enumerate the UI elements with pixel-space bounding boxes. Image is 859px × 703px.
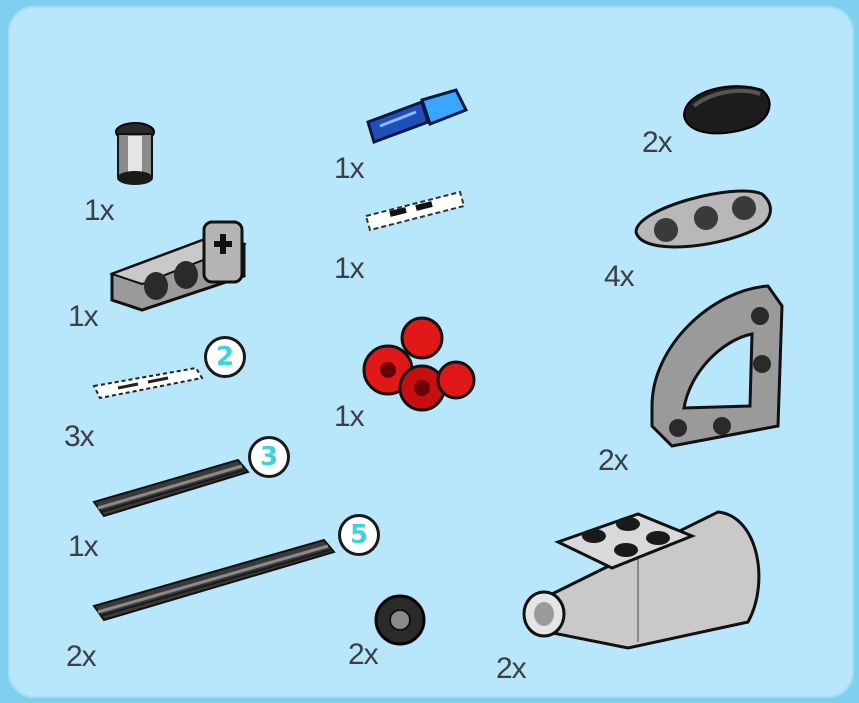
white-pin-icon	[360, 186, 470, 236]
engine-icon	[508, 502, 778, 652]
axle-icon	[88, 450, 258, 530]
quantity-curved-liftarm: 2x	[598, 446, 628, 476]
axle-icon	[88, 530, 348, 640]
bush-icon	[110, 120, 160, 190]
round-tile-icon	[370, 590, 430, 650]
length-badge-3: 3	[248, 436, 290, 478]
quantity-red-connector: 1x	[334, 402, 364, 432]
liftarm-icon	[626, 182, 776, 262]
quantity-thin-liftarm: 4x	[604, 262, 634, 292]
length-badge-2: 2	[204, 336, 246, 378]
curved-liftarm-icon	[632, 276, 792, 456]
blue-pin-icon	[362, 86, 472, 146]
quantity-blue-pin: 1x	[334, 154, 364, 184]
quantity-engine: 2x	[496, 654, 526, 684]
parts-list-panel: 1x 1x 2 3x 3 1x 5 2x	[8, 6, 854, 698]
quantity-axle-5: 2x	[66, 642, 96, 672]
length-badge-5: 5	[338, 514, 380, 556]
axle-pin-icon	[88, 358, 208, 408]
liftarm-icon	[94, 214, 254, 314]
quantity-black-liftarm: 2x	[642, 128, 672, 158]
quantity-axle-pin: 3x	[64, 422, 94, 452]
black-liftarm-icon	[674, 76, 774, 146]
quantity-liftarm: 1x	[68, 302, 98, 332]
red-connector-icon	[360, 310, 480, 420]
quantity-round-tile: 2x	[348, 640, 378, 670]
quantity-white-pin: 1x	[334, 254, 364, 284]
